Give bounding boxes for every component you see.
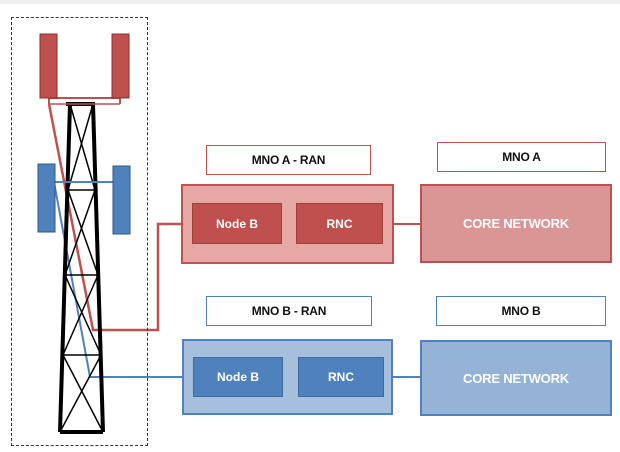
mno-a-ran-label: MNO A - RAN xyxy=(206,145,371,175)
mno-a-operator-label: MNO A xyxy=(437,142,606,172)
antenna-left-blue xyxy=(37,163,56,233)
mno-b-node-b: Node B xyxy=(193,357,283,397)
antenna-right-red xyxy=(111,33,130,99)
mno-b-antennas xyxy=(37,163,131,235)
mno-a-core-network: CORE NETWORK xyxy=(420,184,612,263)
top-strip xyxy=(0,0,620,4)
cell-site-frame xyxy=(11,17,148,446)
antenna-right-blue xyxy=(112,165,131,235)
mno-b-ran-label: MNO B - RAN xyxy=(206,296,372,326)
antenna-left-red xyxy=(39,33,58,99)
mno-b-operator-label: MNO B xyxy=(436,296,606,326)
mno-a-rnc: RNC xyxy=(296,203,383,244)
mno-b-rnc: RNC xyxy=(298,357,384,397)
mno-b-core-network: CORE NETWORK xyxy=(420,340,612,416)
mno-a-antennas xyxy=(39,33,130,105)
mno-a-feeder-line xyxy=(47,103,190,332)
mno-a-node-b: Node B xyxy=(192,203,282,244)
